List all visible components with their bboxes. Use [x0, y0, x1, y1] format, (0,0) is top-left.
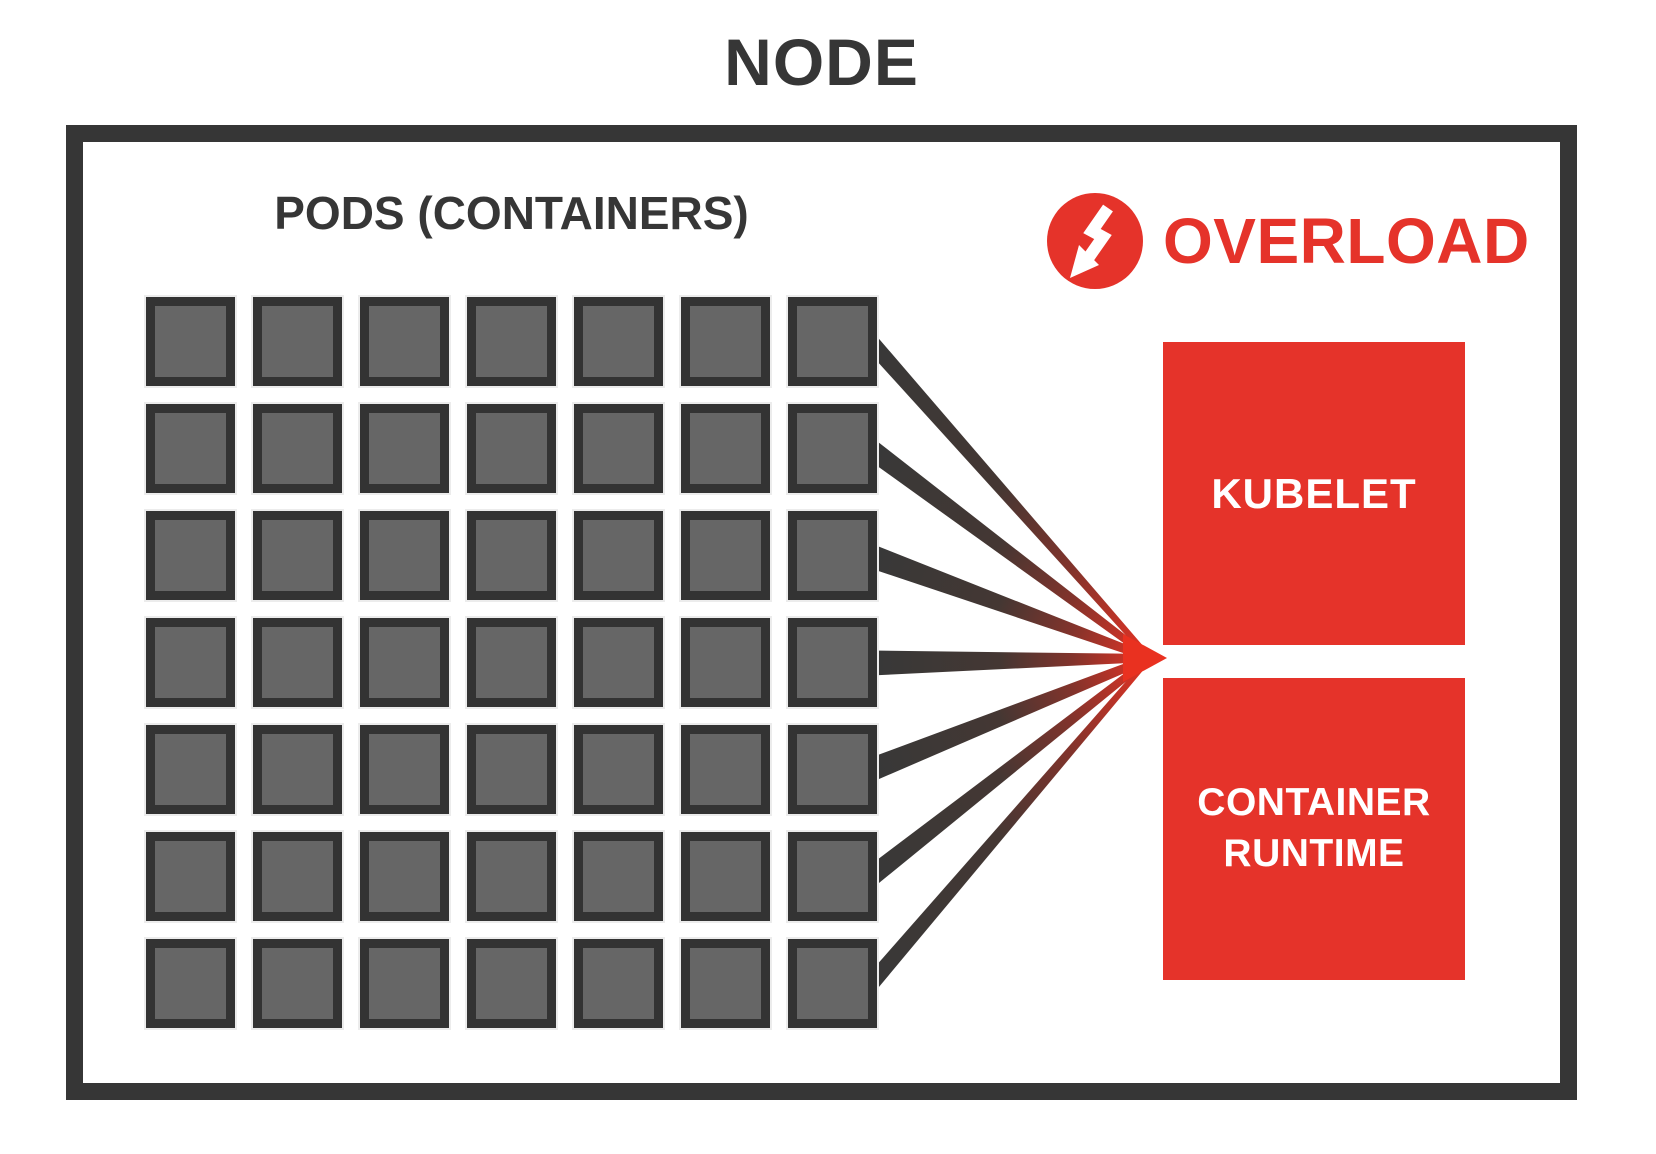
pod-container-square: [358, 830, 451, 923]
pod-container-square: [251, 402, 344, 495]
overload-fan-line: [871, 654, 1150, 890]
pod-container-square: [358, 402, 451, 495]
pod-container-square: [251, 830, 344, 923]
pod-container-square: [465, 830, 558, 923]
pod-container-square: [251, 295, 344, 388]
pod-container-square: [465, 616, 558, 709]
pod-container-square: [251, 616, 344, 709]
pod-container-square: [251, 509, 344, 602]
pod-container-square: [679, 295, 772, 388]
pod-container-square: [786, 295, 879, 388]
overload-fan-lines: [871, 329, 1167, 997]
node-title: NODE: [724, 25, 919, 99]
pod-container-square: [572, 295, 665, 388]
overload-fan-line: [871, 543, 1150, 662]
overload-fan-tip: [1123, 634, 1167, 682]
pod-container-square: [679, 937, 772, 1030]
overload-fan-line: [871, 654, 1150, 997]
pod-container-square: [572, 830, 665, 923]
overload-fan-line: [871, 650, 1150, 676]
pod-container-square: [465, 937, 558, 1030]
pod-container-square: [572, 402, 665, 495]
overload-fan-line: [871, 654, 1150, 783]
pod-container-square: [144, 723, 237, 816]
pod-container-square: [786, 509, 879, 602]
container-runtime-box: CONTAINER RUNTIME: [1163, 678, 1465, 980]
pods-grid: [144, 295, 879, 1030]
pod-container-square: [358, 937, 451, 1030]
pod-container-square: [144, 937, 237, 1030]
lightning-arrow-icon: [1047, 193, 1143, 289]
pod-container-square: [786, 937, 879, 1030]
pod-container-square: [786, 402, 879, 495]
node-box: PODS (CONTAINERS) OVERLOAD KUBELET CONTA…: [66, 125, 1577, 1100]
pod-container-square: [144, 402, 237, 495]
pod-container-square: [144, 830, 237, 923]
pod-container-square: [465, 295, 558, 388]
kubelet-box: KUBELET: [1163, 342, 1465, 645]
pod-container-square: [358, 295, 451, 388]
pod-container-square: [251, 723, 344, 816]
pod-container-square: [465, 509, 558, 602]
pod-container-square: [358, 509, 451, 602]
pod-container-square: [144, 509, 237, 602]
pods-label: PODS (CONTAINERS): [274, 187, 749, 239]
pod-container-square: [144, 616, 237, 709]
pod-container-square: [679, 616, 772, 709]
pod-container-square: [786, 830, 879, 923]
pod-container-square: [679, 723, 772, 816]
pod-container-square: [679, 830, 772, 923]
kubelet-label: KUBELET: [1211, 469, 1417, 517]
container-runtime-label: CONTAINER RUNTIME: [1197, 781, 1431, 875]
pod-container-square: [679, 402, 772, 495]
pod-container-square: [679, 509, 772, 602]
overload-fan-line: [871, 329, 1150, 662]
pod-container-square: [465, 402, 558, 495]
pod-container-square: [572, 509, 665, 602]
pod-container-square: [572, 723, 665, 816]
pod-container-square: [572, 937, 665, 1030]
pod-container-square: [251, 937, 344, 1030]
pod-container-square: [572, 616, 665, 709]
pod-container-square: [465, 723, 558, 816]
overload-label: OVERLOAD: [1163, 205, 1530, 277]
pod-container-square: [358, 723, 451, 816]
pod-container-square: [358, 616, 451, 709]
pod-container-square: [144, 295, 237, 388]
pod-container-square: [786, 723, 879, 816]
pod-container-square: [786, 616, 879, 709]
overload-fan-line: [871, 436, 1150, 662]
